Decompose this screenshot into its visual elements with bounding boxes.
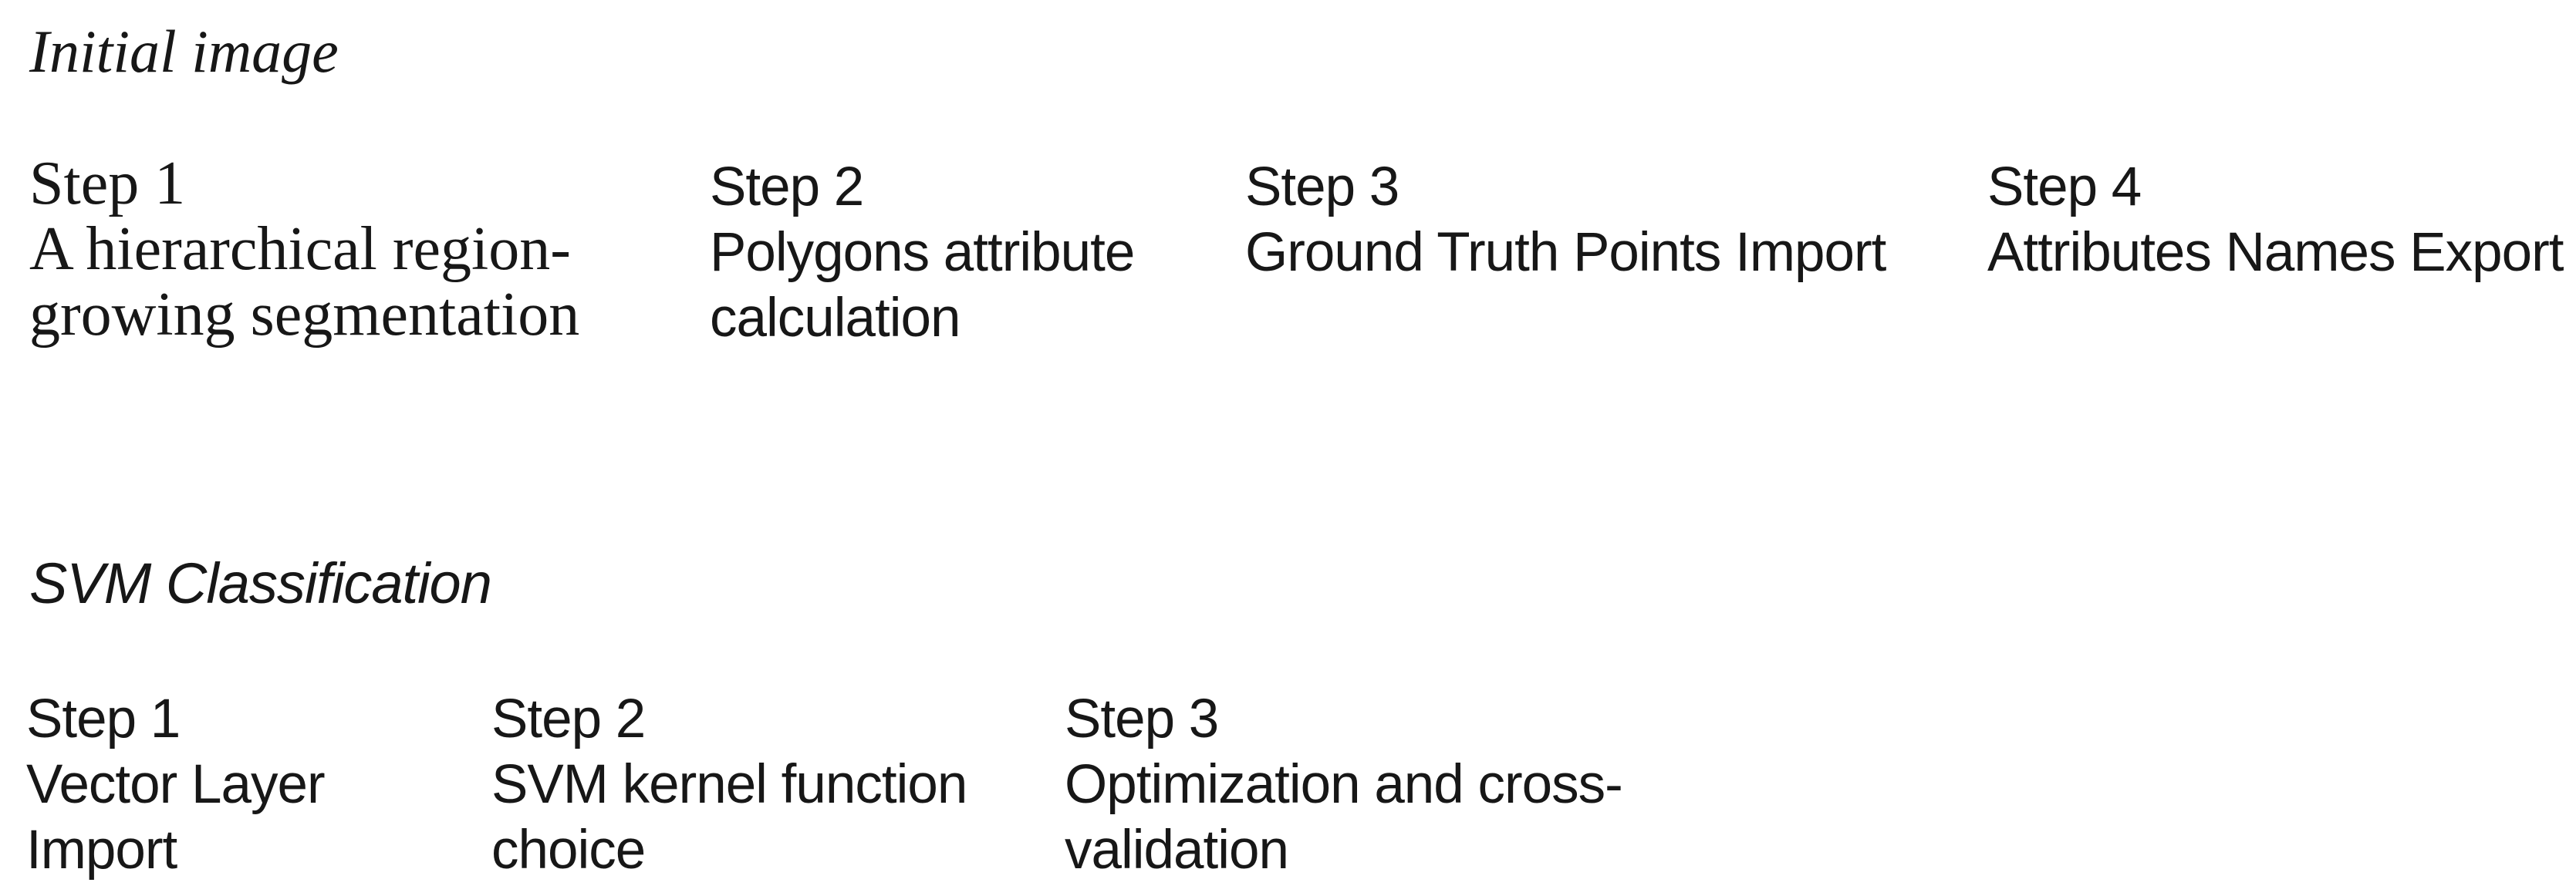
step-cell-svm-3: Step 3 Optimization and cross- validatio… bbox=[1065, 686, 1623, 883]
step-description: Attributes Names Export bbox=[1987, 222, 2564, 283]
step-title: Step 3 bbox=[1065, 689, 1219, 749]
step-description: SVM kernel function choice bbox=[491, 754, 967, 881]
step-cell-initial-1: Step 1 A hierarchical region- growing se… bbox=[29, 151, 579, 348]
step-cell-initial-4: Step 4 Attributes Names Export bbox=[1987, 154, 2564, 285]
step-cell-initial-2: Step 2 Polygons attribute calculation bbox=[710, 154, 1135, 351]
step-description: Optimization and cross- validation bbox=[1065, 754, 1623, 881]
step-title: Step 1 bbox=[29, 150, 186, 217]
step-description: Ground Truth Points Import bbox=[1245, 222, 1886, 283]
step-description: Vector Layer Import bbox=[26, 754, 326, 881]
step-description: A hierarchical region- growing segmentat… bbox=[29, 215, 580, 349]
phase-label-initial-image: Initial image bbox=[29, 18, 339, 85]
step-title: Step 1 bbox=[26, 689, 181, 749]
step-title: Step 2 bbox=[710, 157, 864, 217]
step-title: Step 2 bbox=[491, 689, 646, 749]
step-title: Step 4 bbox=[1987, 157, 2142, 217]
step-cell-svm-1: Step 1 Vector Layer Import bbox=[26, 686, 326, 883]
step-cell-svm-2: Step 2 SVM kernel function choice bbox=[491, 686, 967, 883]
step-cell-initial-3: Step 3 Ground Truth Points Import bbox=[1245, 154, 1886, 285]
step-title: Step 3 bbox=[1245, 157, 1399, 217]
phase-label-svm-classification: SVM Classification bbox=[29, 551, 492, 615]
step-description: Polygons attribute calculation bbox=[710, 222, 1135, 349]
